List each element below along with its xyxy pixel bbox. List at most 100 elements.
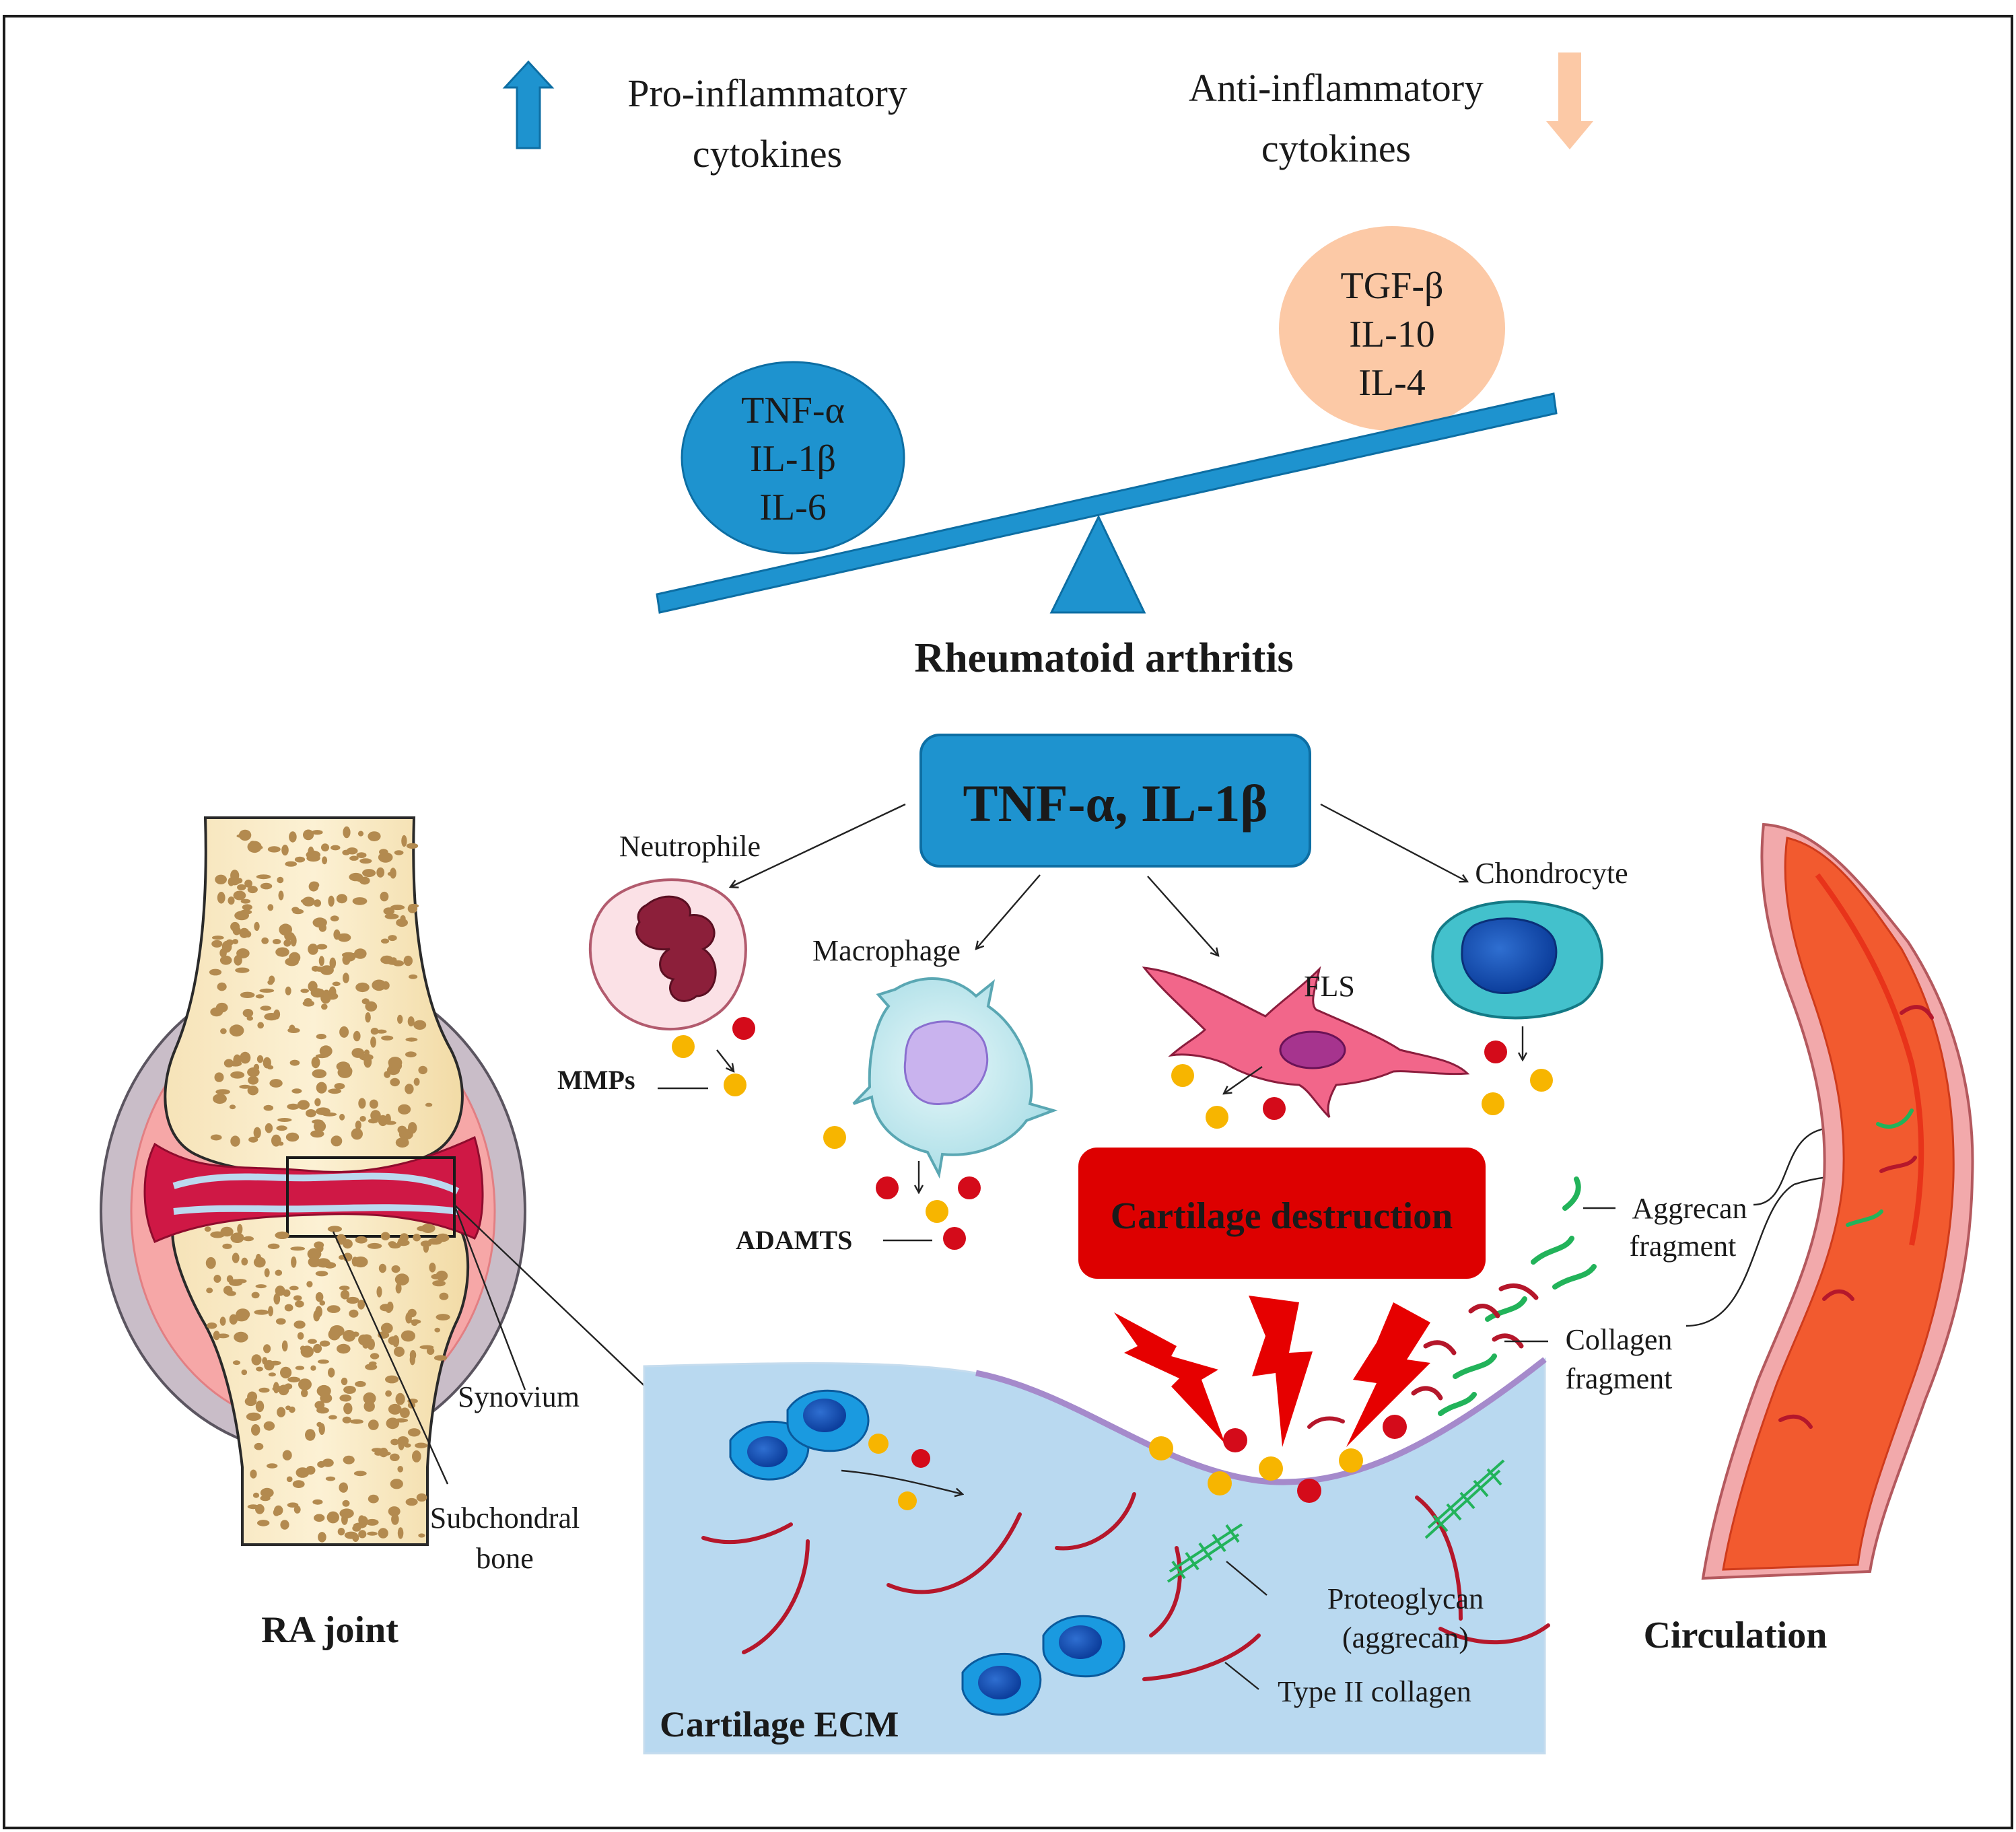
bone-pore (397, 1014, 403, 1024)
bone-pore (217, 982, 227, 991)
bone-pore (242, 1009, 254, 1018)
bone-pore (365, 1001, 378, 1012)
bone-pore (241, 1369, 248, 1376)
collagen-fragment (1498, 1283, 1539, 1300)
mmp-dot-red (732, 1017, 755, 1040)
vessel-fragments (1778, 1005, 1934, 1429)
bone-pore (368, 831, 381, 841)
bone-pore (370, 1353, 380, 1360)
bone-pore (404, 1443, 411, 1448)
bone-pore (412, 1450, 421, 1463)
bone-pore (329, 957, 337, 969)
collagen-strand (1438, 1623, 1550, 1645)
bone-pore (339, 1285, 350, 1291)
bone-pore (319, 1300, 326, 1306)
bone-pore (394, 1273, 409, 1285)
bone-pore (254, 921, 260, 931)
bone-pore (405, 1037, 418, 1042)
adamts-dot-red (1223, 1428, 1247, 1452)
bone-pore (326, 1305, 341, 1313)
adamts-dot-red (1297, 1479, 1321, 1503)
bone-pore (247, 1504, 259, 1510)
bone-pore (289, 831, 297, 843)
matrix-chondrocyte-nucleus (1059, 1625, 1102, 1659)
inflamed-joint-space (143, 1135, 484, 1243)
aggrecan-fragment (1876, 1108, 1914, 1129)
bone-pore (397, 1125, 407, 1134)
bone-pore (308, 944, 318, 955)
bone-pore (314, 1401, 325, 1409)
bone-pore (384, 1071, 391, 1078)
bone-pore (319, 1340, 331, 1347)
bone-pore (267, 846, 281, 853)
bone-pore (250, 841, 256, 845)
bone-pore (314, 1241, 324, 1249)
bone-pore (380, 1323, 393, 1334)
bone-pore (337, 933, 351, 942)
collagen-strand (1307, 1416, 1345, 1429)
bone-pore (384, 1113, 391, 1125)
bone-pore (219, 955, 232, 965)
bone-pore (256, 1055, 264, 1063)
bone-pore (358, 1515, 366, 1525)
bone-pore (257, 1520, 270, 1526)
bone-pore (304, 998, 312, 1003)
bone-pore (365, 1012, 371, 1023)
collagen-fragment (1900, 1005, 1934, 1020)
bone-pore (261, 937, 269, 944)
bone-pore (289, 1285, 299, 1291)
bone-pore (237, 1311, 249, 1320)
bone-pore (317, 1359, 329, 1364)
matrix-chondrocyte-nucleus (747, 1436, 788, 1467)
bone-pore (351, 1257, 359, 1267)
bone-pore (427, 1238, 442, 1245)
bone-pore (370, 1028, 379, 1035)
bone-pore (290, 1246, 306, 1251)
bone-pore (434, 1327, 440, 1333)
mmp-dot (1482, 1092, 1504, 1115)
bone-pore (267, 1065, 274, 1069)
bone-pore (385, 1390, 392, 1397)
bone-pore (374, 1450, 382, 1456)
bone-pore (403, 955, 413, 966)
bone-pore (328, 895, 335, 907)
bone-pore (264, 1013, 279, 1021)
bone-pore (405, 1084, 414, 1094)
bone-pore (343, 1386, 356, 1394)
proteoglycan-label-line2: (aggrecan) (1342, 1621, 1469, 1654)
bone-pore (211, 940, 223, 948)
adamts-dot (926, 1200, 948, 1223)
bone-pore (328, 1415, 337, 1420)
collagen-fragment-line2: fragment (1566, 1362, 1673, 1395)
bone-pore (349, 872, 363, 882)
bone-pore (239, 1084, 251, 1089)
bone-pore (343, 973, 349, 983)
bone-pore (289, 1406, 296, 1413)
bone-pore (274, 1505, 283, 1516)
matrix-chondrocyte-nucleus (978, 1666, 1021, 1699)
bone-pore (340, 1290, 350, 1300)
seesaw-fulcrum (1049, 514, 1146, 614)
bone-pore (400, 1407, 410, 1418)
lightning-bolt-icon (1249, 1296, 1313, 1447)
bone-pore (291, 1256, 297, 1268)
mmp-dot (898, 1491, 917, 1510)
bone-pore (298, 1378, 312, 1390)
synovium-leader (453, 1204, 526, 1390)
bone-pore (300, 988, 310, 993)
up-arrow-icon (502, 60, 555, 149)
mmp-dot (1208, 1471, 1232, 1495)
adamts-label: ADAMTS (736, 1225, 852, 1255)
bone-pore (386, 1417, 400, 1430)
bone-pore (312, 1069, 327, 1079)
bone-pore (240, 991, 255, 999)
bone-pore (260, 882, 273, 890)
bone-pore (407, 1428, 421, 1437)
central-cytokine-box: TNF-α, IL-1β (919, 734, 1311, 868)
bone-pore (321, 843, 329, 852)
collagen-strand (701, 1522, 793, 1545)
bone-pore (247, 886, 258, 894)
pro-inflammatory-ball (681, 361, 905, 555)
bone-pore (367, 1531, 378, 1536)
bone-pore (285, 986, 291, 995)
